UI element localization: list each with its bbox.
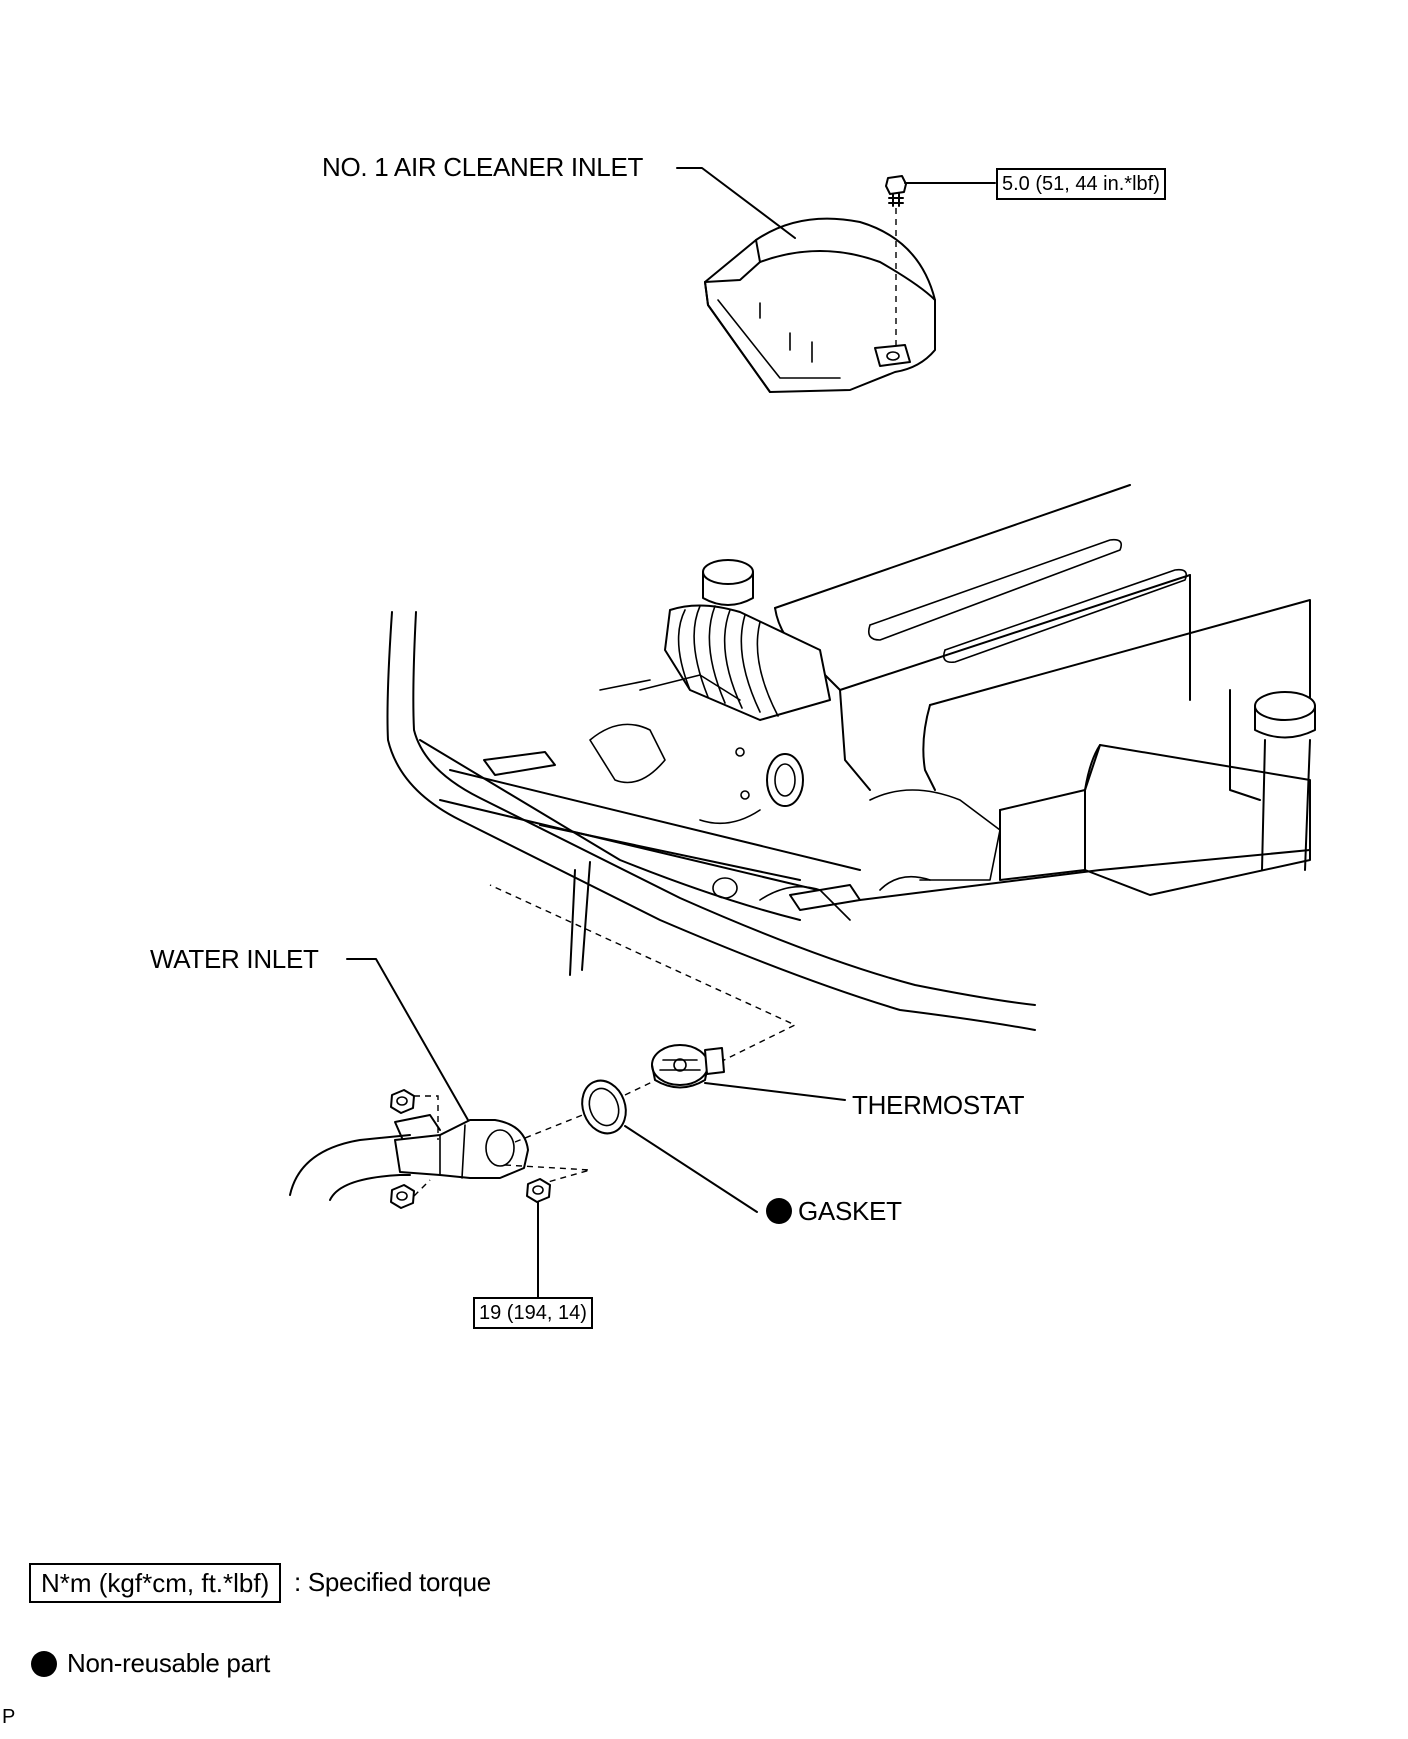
water-inlet-nut-lower — [390, 1184, 415, 1209]
leader-air-cleaner-inlet — [676, 167, 796, 239]
water-inlet-part — [289, 1114, 529, 1201]
legend-torque-unit-box: N*m (kgf*cm, ft.*lbf) — [29, 1563, 282, 1603]
legend-non-reusable-label: Non-reusable part — [67, 1648, 271, 1678]
align-inlet-gasket — [514, 1111, 591, 1143]
align-lower-nut — [413, 1179, 431, 1197]
engine-bay-drawing — [386, 484, 1316, 1031]
water-inlet-nut-torque-box: 19 (194, 14) — [473, 1297, 593, 1329]
corner-mark: P — [2, 1706, 16, 1728]
filled-circle-icon — [766, 1198, 792, 1224]
water-inlet-label: WATER INLET — [150, 944, 319, 974]
filled-circle-icon — [31, 1651, 57, 1677]
gasket-part — [581, 1079, 627, 1135]
leader-thermostat — [704, 1082, 846, 1101]
align-gasket-thermostat — [624, 1081, 653, 1096]
air-cleaner-inlet-part — [704, 217, 936, 393]
leader-gasket — [624, 1125, 758, 1213]
thermostat-part — [651, 1044, 725, 1089]
align-right-nut — [504, 1164, 591, 1183]
leader-water-inlet — [346, 958, 469, 1121]
align-thermostat-engine — [489, 884, 797, 1063]
legend-torque-description: : Specified torque — [294, 1567, 491, 1597]
air-cleaner-bolt — [885, 175, 907, 350]
align-upper-nut — [414, 1095, 439, 1140]
gasket-label: GASKET — [798, 1196, 902, 1226]
water-inlet-nut-right — [526, 1178, 551, 1203]
water-inlet-nut-upper — [390, 1089, 415, 1114]
air-cleaner-bolt-torque-box: 5.0 (51, 44 in.*lbf) — [996, 168, 1166, 200]
thermostat-label: THERMOSTAT — [852, 1090, 1025, 1120]
air-cleaner-inlet-label: NO. 1 AIR CLEANER INLET — [322, 152, 644, 182]
